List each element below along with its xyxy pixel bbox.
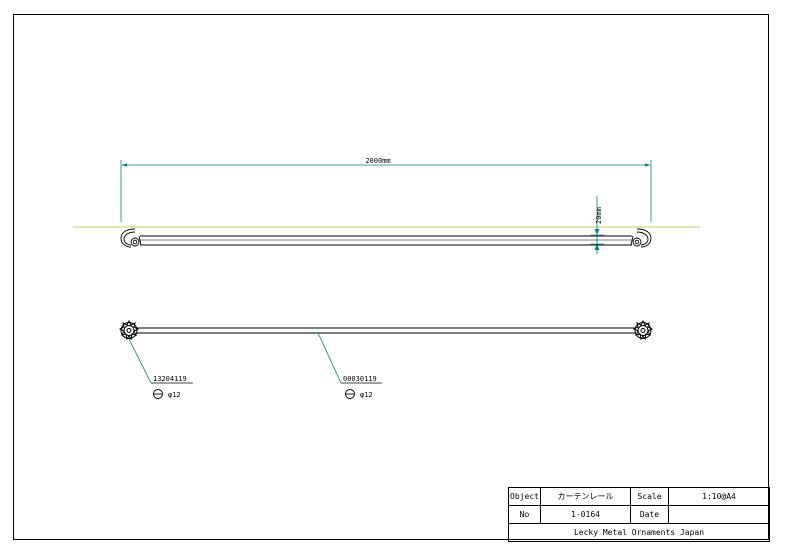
dimension-label-height: 20mm — [595, 207, 603, 224]
left-bracket — [120, 228, 142, 248]
part-code-finial: 13204119 — [153, 375, 187, 383]
part-code-rod: 00030119 — [343, 375, 377, 383]
date-label: Date — [630, 505, 669, 524]
section-symbol-icon — [153, 389, 163, 399]
finial-right — [632, 319, 654, 341]
scale-value: 1:10@A4 — [668, 487, 770, 506]
part-diameter-finial: φ12 — [168, 391, 181, 399]
dimension-arrow-height-top — [594, 229, 600, 235]
scale-label: Scale — [630, 487, 669, 506]
object-label: Object — [508, 487, 541, 506]
plan-view: 13204119 φ12 00030119 φ12 — [118, 319, 654, 399]
part-diameter-rod: φ12 — [360, 391, 373, 399]
leader-line-finial — [128, 338, 152, 384]
date-value — [668, 505, 770, 524]
front-view: 2000mm 20mm — [73, 157, 700, 254]
company-name: Lecky Metal Ornaments Japan — [508, 523, 770, 542]
no-label: No — [508, 505, 541, 524]
finial-left — [118, 319, 140, 341]
section-symbol-icon — [345, 389, 355, 399]
title-block: Object カーテンレール Scale 1:10@A4 No 1-0164 D… — [508, 487, 770, 542]
dimension-arrow-height-bottom — [594, 244, 600, 250]
no-value: 1-0164 — [540, 505, 631, 524]
right-bracket — [630, 228, 652, 248]
dimension-label-length: 2000mm — [365, 157, 390, 165]
object-value: カーテンレール — [540, 487, 631, 506]
sheet-border — [13, 14, 769, 540]
leader-line-rod — [317, 332, 342, 384]
